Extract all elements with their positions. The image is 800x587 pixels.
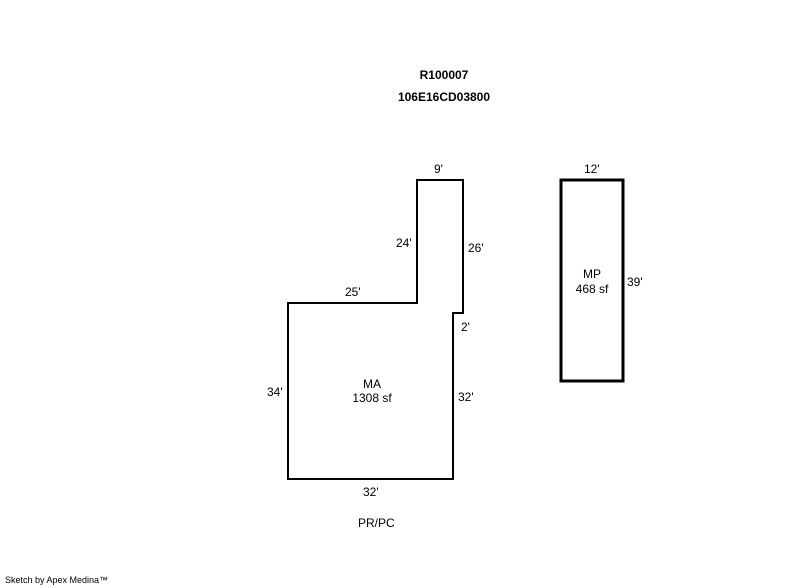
sketch-credit: Sketch by Apex Medina™ xyxy=(5,575,109,585)
dim-ma-notch: 2' xyxy=(461,320,470,334)
mp-area-size: 468 sf xyxy=(575,282,609,296)
parcel-id: R100007 xyxy=(419,68,469,82)
dim-ma-upper-left: 24' xyxy=(396,236,412,250)
dim-ma-step: 25' xyxy=(345,285,361,299)
dim-ma-bottom: 32' xyxy=(363,485,379,499)
ma-area-size: 1308 sf xyxy=(352,391,392,405)
mp-outline xyxy=(559,178,625,383)
dim-ma-right: 32' xyxy=(458,390,474,404)
footer-note: PR/PC xyxy=(358,516,395,530)
dim-ma-top: 9' xyxy=(434,162,443,176)
dim-ma-left: 34' xyxy=(267,385,283,399)
ma-outline xyxy=(287,179,464,480)
ma-area-code: MA xyxy=(363,377,381,391)
dim-mp-right: 39' xyxy=(627,275,643,289)
dim-mp-top: 12' xyxy=(584,162,600,176)
map-number: 106E16CD03800 xyxy=(397,90,491,104)
mp-area-code: MP xyxy=(583,267,601,281)
dim-ma-upper-right: 26' xyxy=(468,241,484,255)
